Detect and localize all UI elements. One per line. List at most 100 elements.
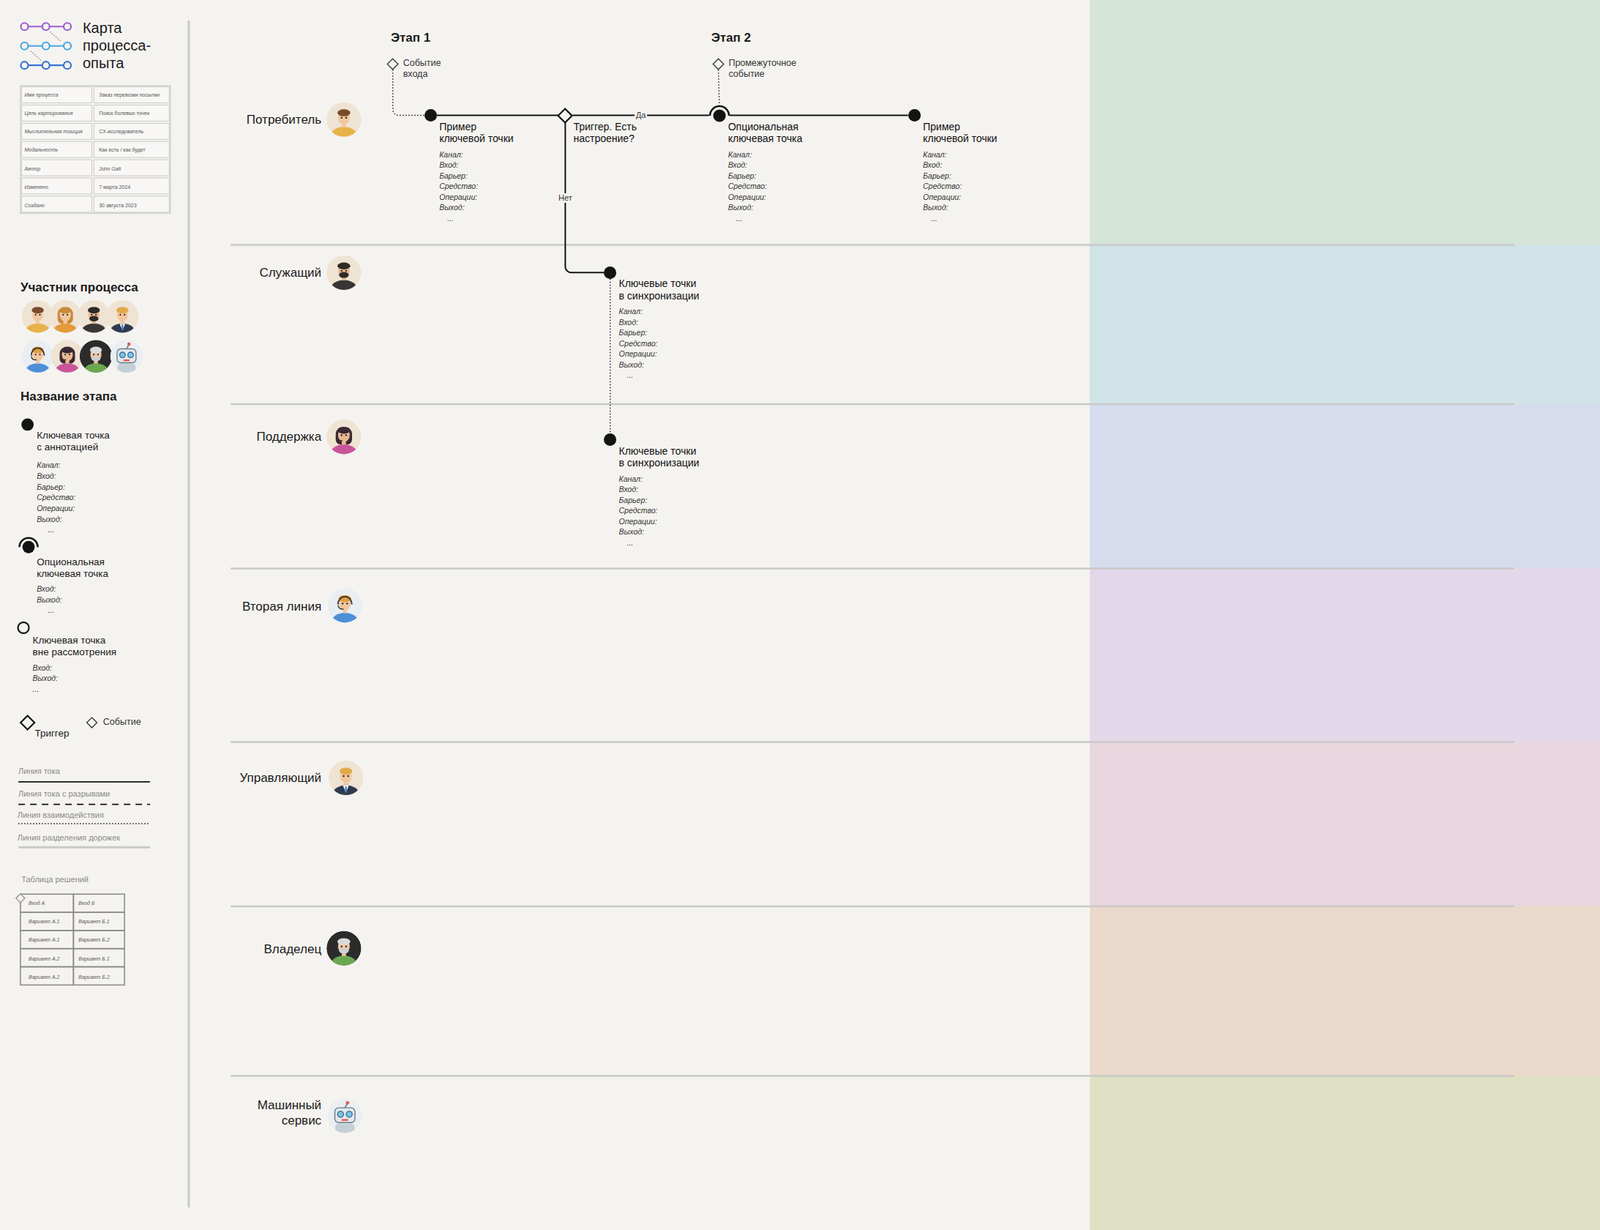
edge-label: Да — [634, 110, 648, 121]
robot-body — [335, 1122, 355, 1137]
annotation-field: Вход: — [619, 316, 701, 328]
lane-label-slot: Машинный сервис — [204, 1097, 322, 1128]
legend-samples — [18, 418, 151, 848]
avatar-eye — [38, 313, 41, 316]
avatar-eye — [35, 313, 37, 316]
legend-text: Линия тока — [18, 766, 61, 776]
meta-cell — [93, 159, 170, 176]
avatar — [328, 760, 364, 805]
annotation-field: Канал: — [439, 149, 515, 161]
avatar-body — [330, 955, 358, 975]
lane-color-band — [1089, 568, 1600, 743]
label-slot: Вариант А.1 — [28, 936, 60, 943]
label-slot: 7 марта 2024 — [98, 183, 131, 191]
label-slot: Поиск болевых точек — [98, 109, 150, 117]
marker-shape — [603, 265, 618, 280]
label-slot: Цель картирования — [24, 109, 73, 117]
label-slot: Этап 2 — [711, 30, 751, 46]
legend-text: Линия тока с разрывами — [18, 789, 110, 799]
point-text: Пример ключевой точкиКанал:Вход:Барьер:С… — [922, 120, 999, 224]
point-title: Ключевые точки в синхронизации — [619, 277, 701, 302]
avatar-eye — [38, 353, 41, 355]
logo-dot — [20, 42, 28, 50]
annotation-field: Вход: — [36, 583, 56, 595]
avatar-eye — [345, 270, 347, 272]
robot-body — [117, 363, 137, 377]
meta-cell — [93, 141, 170, 158]
point-title: Триггер. Есть настроение? — [573, 120, 638, 145]
annotation-field: Канал: — [728, 149, 804, 161]
avatar — [51, 339, 85, 381]
edge-label-slot: Да — [634, 110, 648, 121]
label-slot: Вариант Б.1 — [78, 917, 110, 925]
lane-title: Поддержка — [255, 428, 322, 445]
label-slot: Вариант А.1 — [28, 917, 60, 925]
avatar-eye — [119, 313, 121, 316]
logo-dot — [42, 61, 50, 69]
lane-label-slot: Потребитель — [204, 111, 322, 128]
label-slot: ... — [48, 524, 55, 536]
avatar-body — [83, 363, 110, 382]
annotation-field: Вход: — [728, 159, 804, 171]
event-shape — [712, 59, 724, 71]
lane-color-column — [1089, 0, 1600, 1230]
table-cell: Вариант А.2 — [28, 973, 60, 981]
annotation-field: Операции: — [619, 348, 701, 360]
avatar — [21, 300, 55, 342]
label-slot: Барьер: — [36, 481, 66, 493]
robot-head — [334, 1107, 355, 1123]
avatar-body — [54, 363, 81, 382]
meta-value: Поиск болевых точек — [98, 109, 150, 117]
avatar-hair — [90, 346, 103, 354]
label-slot: 30 августа 2023 — [98, 202, 137, 209]
point-text: Триггер. Есть настроение? — [573, 120, 638, 145]
flow-line — [729, 114, 909, 117]
lane-color-band — [1089, 906, 1600, 1076]
label-slot: Операции: — [36, 502, 75, 514]
label-slot: Мыслительная позиция — [24, 128, 82, 135]
label-slot: Автор — [24, 165, 41, 173]
lane-title: Управляющий — [238, 769, 322, 786]
annotation-field: Выход: — [32, 672, 58, 684]
avatar-hair — [116, 306, 129, 314]
lane-label-slot: Управляющий — [204, 769, 322, 786]
point-text: Опциональная ключевая точкаКанал:Вход:Ба… — [728, 120, 804, 224]
out-of-scope-sample — [18, 622, 30, 634]
meta-value: Заказ перевозки посылки — [98, 91, 160, 99]
meta-table — [20, 85, 171, 213]
swimlane: Владелец — [204, 906, 1515, 1076]
avatar-eye — [62, 313, 64, 316]
line-sample — [18, 803, 151, 806]
annotation-field: Средство: — [922, 180, 999, 192]
annotation-field: Операции: — [439, 191, 515, 203]
legend-caption: Таблица решений — [21, 874, 89, 885]
meta-key: Изменено — [24, 183, 48, 191]
swimlane: Событие входаПример ключевой точкиКанал:… — [204, 0, 1515, 246]
logo-dotted — [30, 51, 41, 61]
avatar-mic — [338, 605, 345, 609]
event-shape — [387, 59, 399, 71]
event-diamond: Событие входа — [386, 57, 442, 80]
decision-diamond — [16, 893, 25, 903]
avatar — [21, 339, 55, 381]
annotation-field: Канал: — [619, 473, 701, 485]
meta-border — [20, 85, 171, 213]
robot-antenna-tip — [127, 342, 131, 346]
legend-slot: Событие — [103, 716, 142, 728]
meta-key: Цель картирования — [24, 109, 73, 117]
avatar-eye — [64, 353, 66, 355]
label-slot: Этап 1 — [390, 30, 431, 46]
lane-label-slot: Вторая линия — [204, 598, 322, 615]
annotation-field: Вход: — [922, 159, 999, 171]
marker-shape — [712, 57, 725, 71]
marker-shape — [556, 107, 574, 124]
meta-cell — [93, 196, 170, 213]
point-title: Событие входа — [403, 57, 443, 80]
label-slot: Вход: — [36, 470, 56, 482]
meta-cell — [21, 177, 92, 194]
meta-key: Имя процесса — [24, 91, 58, 99]
logo-dot — [63, 61, 71, 69]
event-diamond: Промежуточное событие — [712, 57, 798, 80]
avatar-eye — [341, 117, 343, 119]
